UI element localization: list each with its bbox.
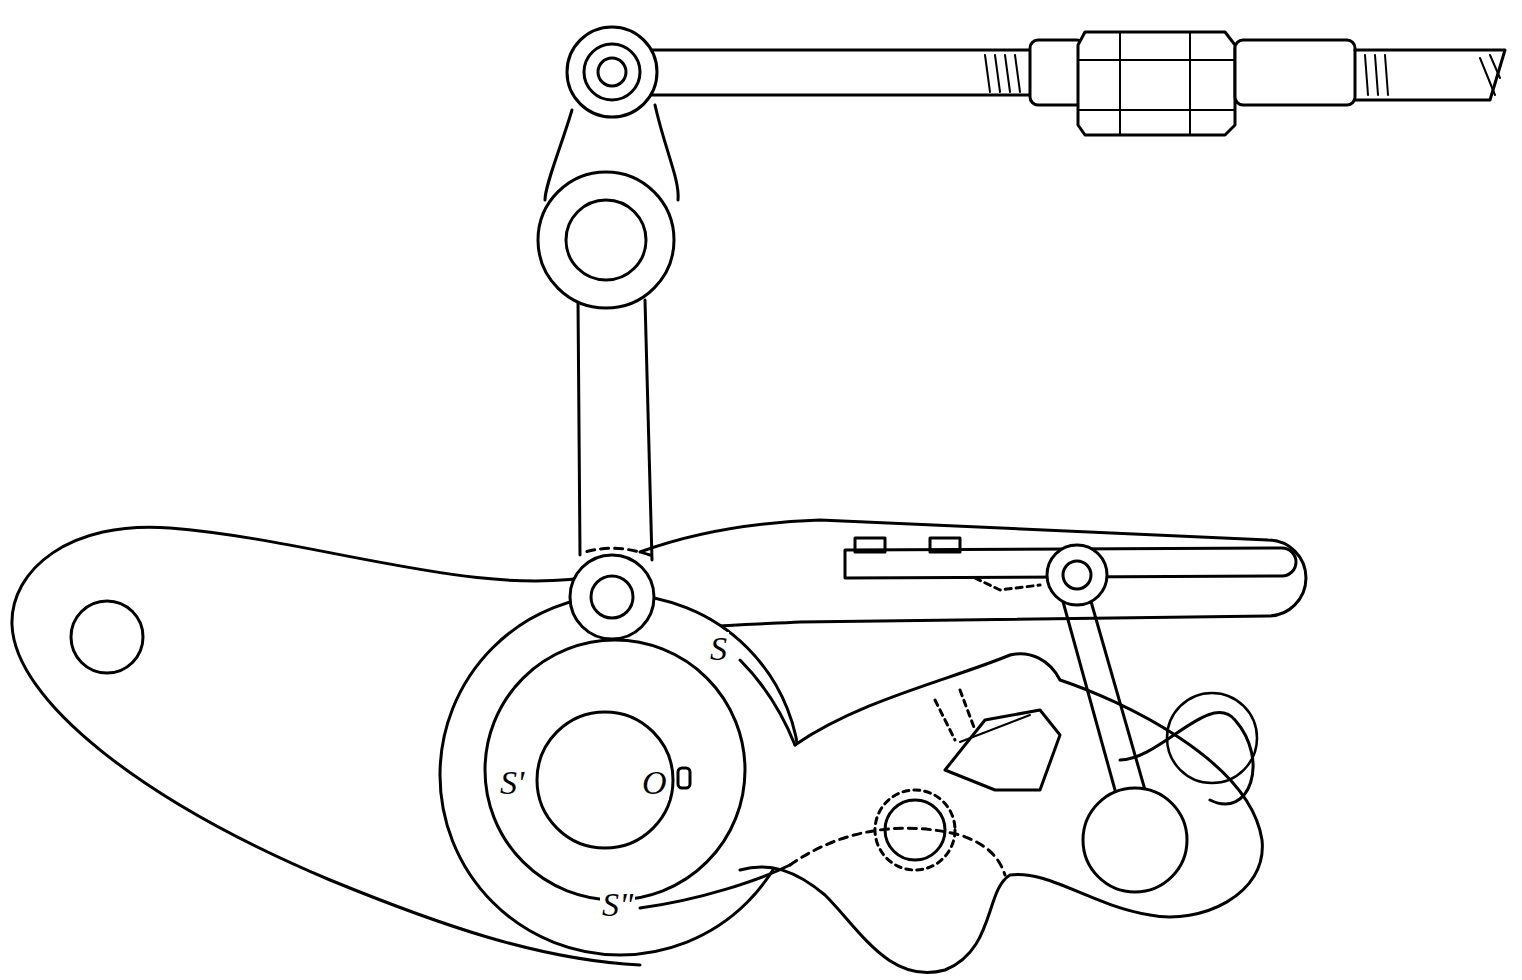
pin: [598, 58, 626, 86]
bolt-head: [855, 538, 885, 552]
spring-coil: [1167, 693, 1257, 783]
cam-curve: [740, 660, 795, 745]
part-letter: S': [498, 766, 526, 800]
coupling: [1235, 40, 1355, 105]
pin-boss: [567, 27, 657, 117]
thread: [985, 55, 1020, 92]
trip-lever: [740, 654, 1262, 973]
pin-boss: [570, 555, 654, 639]
hex-nut: [1078, 32, 1235, 135]
pin-boss: [1047, 545, 1107, 605]
pawl: [945, 710, 1060, 790]
pin: [584, 44, 640, 100]
hidden-edge: [935, 690, 975, 740]
pin: [566, 200, 646, 280]
weight-ball: [1083, 788, 1187, 892]
thread: [1365, 55, 1500, 95]
link: [578, 300, 652, 560]
rod: [1355, 50, 1505, 100]
rod: [650, 50, 1030, 95]
pin-boss: [538, 172, 674, 308]
pivot-pin: [885, 800, 945, 860]
pivot-hole: [71, 601, 143, 673]
pin: [1063, 561, 1091, 589]
slotted-arm: [640, 520, 1306, 630]
eccentric-sheave: [485, 640, 745, 900]
pivot-pin-hidden: [875, 790, 955, 870]
key: [678, 768, 690, 788]
pawl-edge: [960, 715, 1030, 742]
eccentric-disc: [440, 595, 800, 955]
part-letter: S: [708, 632, 729, 666]
cam-curve: [640, 865, 790, 908]
part-letter: S": [600, 888, 635, 922]
hidden-edge: [975, 578, 1040, 590]
hidden-edge: [790, 828, 1005, 875]
hanging-rod: [1062, 598, 1145, 790]
part-letter: O: [640, 766, 669, 800]
shaft: [537, 712, 673, 848]
nut-facets: [1078, 32, 1235, 135]
pin: [591, 576, 633, 618]
bolt-head: [930, 538, 960, 552]
